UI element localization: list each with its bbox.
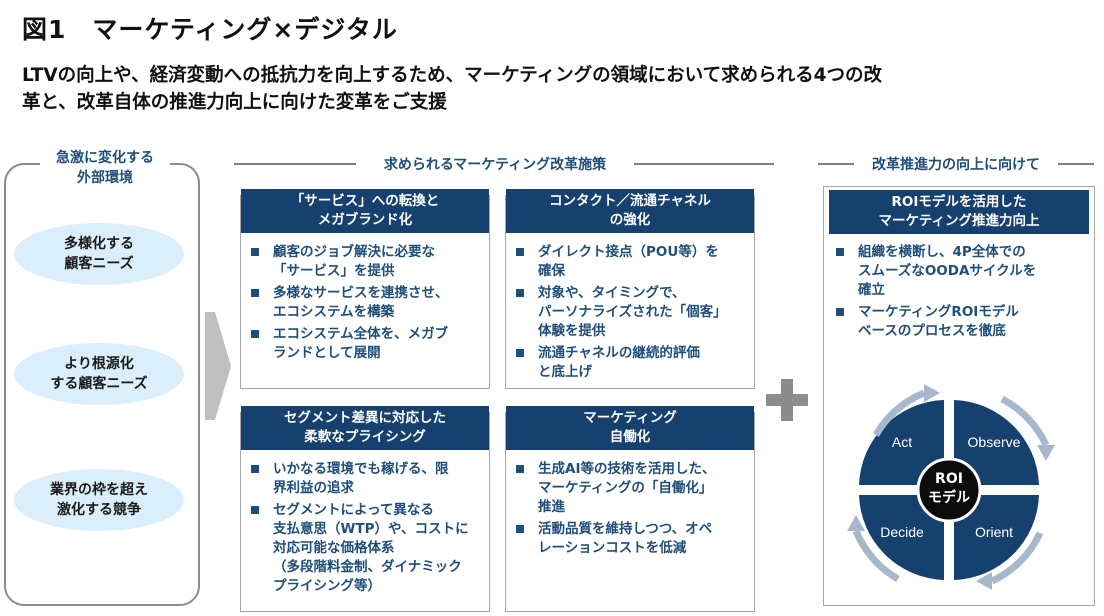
- list-item: 流通チャネルの継続的評価 と底上げ: [514, 344, 750, 382]
- list-item-text: 流通チャネルの継続的評価 と底上げ: [538, 345, 700, 380]
- reform-box-automation-list: 生成AI等の技術を活用した、 マーケティングの「自働化」 推進 活動品質を維持し…: [514, 460, 750, 561]
- reform-box-channel-list: ダイレクト接点（POU等）を 確保 対象や、タイミングで、 パーソナライズされた…: [514, 243, 750, 385]
- cycle-quadrant-act: [859, 400, 944, 485]
- cycle-arrowhead-icon: [976, 572, 992, 590]
- reform-box-pricing-list: いかなる環境でも稼げる、限 界利益の追求 セグメントによって異なる 支払意思（W…: [249, 460, 485, 599]
- list-item: 対象や、タイミングで、 パーソナライズされた「個客」 体験を提供: [514, 284, 750, 341]
- cycle-arrow-arc-top-right: [1000, 395, 1050, 447]
- list-item-text: エコシステム全体を、メガブ ランドとして展開: [273, 326, 449, 361]
- list-item: 生成AI等の技術を活用した、 マーケティングの「自働化」 推進: [514, 460, 750, 517]
- square-bullet-icon: [251, 330, 259, 338]
- roi-model-box-title: ROIモデルを活用した マーケティング推進力向上: [829, 190, 1089, 234]
- list-item-text: 活動品質を維持しつつ、オペ レーションコストを低減: [538, 521, 713, 556]
- square-bullet-icon: [516, 289, 524, 297]
- cycle-arrowhead-icon: [847, 515, 865, 531]
- cycle-label-observe: Observe: [968, 434, 1021, 450]
- external-environment-heading-line2: 外部環境: [77, 170, 133, 186]
- environment-item-diversifying-needs: 多様化する 顧客ニーズ: [14, 223, 184, 285]
- reform-measures-heading: 求められるマーケティング改革施策: [383, 157, 607, 173]
- list-item: マーケティングROIモデル ベースのプロセスを徹底: [834, 303, 1089, 341]
- cycle-center-label-line2: モデル: [928, 489, 970, 506]
- list-item: 多様なサービスを連携させ、 エコシステムを構築: [249, 284, 485, 322]
- middle-heading-line-right: [634, 163, 774, 165]
- square-bullet-icon: [516, 525, 524, 533]
- reform-box-channel-title: コンタクト／流通チャネル の強化: [506, 189, 754, 233]
- list-item: セグメントによって異なる 支払意思（WTP）や、コストに 対応可能な価格体系 （…: [249, 501, 485, 596]
- square-bullet-icon: [251, 506, 259, 514]
- list-item-text: 組織を横断し、4P全体での スムーズなOODAサイクルを 確立: [858, 244, 1037, 298]
- environment-item-competition: 業界の枠を超え 激化する競争: [14, 469, 184, 531]
- list-item: エコシステム全体を、メガブ ランドとして展開: [249, 325, 485, 363]
- cycle-center-label-line1: ROI: [935, 471, 963, 487]
- ooda-cycle-diagram: ROI モデル Act Observe Decide Orient: [847, 384, 1055, 590]
- square-bullet-icon: [516, 248, 524, 256]
- external-environment-heading: 急激に変化する 外部環境: [40, 148, 170, 188]
- reform-drive-heading: 改革推進力の向上に向けて: [872, 157, 1040, 173]
- list-item-text: 多様なサービスを連携させ、 エコシステムを構築: [273, 285, 449, 320]
- roi-model-list: 組織を横断し、4P全体での スムーズなOODAサイクルを 確立 マーケティングR…: [834, 243, 1089, 344]
- list-item: 組織を横断し、4P全体での スムーズなOODAサイクルを 確立: [834, 243, 1089, 300]
- square-bullet-icon: [251, 289, 259, 297]
- list-item: いかなる環境でも稼げる、限 界利益の追求: [249, 460, 485, 498]
- list-item-text: セグメントによって異なる 支払意思（WTP）や、コストに 対応可能な価格体系 （…: [273, 502, 469, 594]
- cycle-label-act: Act: [892, 434, 912, 450]
- square-bullet-icon: [836, 248, 844, 256]
- list-item-text: マーケティングROIモデル ベースのプロセスを徹底: [858, 304, 1019, 339]
- cycle-arrow-arc-bottom-right: [990, 531, 1044, 585]
- environment-item-fundamental-needs: より根源化 する顧客ニーズ: [14, 343, 184, 405]
- cycle-arrow-arc-bottom-left: [852, 529, 900, 583]
- cycle-quadrant-decide: [859, 495, 944, 580]
- cycle-label-decide: Decide: [880, 524, 924, 540]
- cycle-arrowhead-icon: [1037, 445, 1055, 461]
- square-bullet-icon: [251, 465, 259, 473]
- cycle-quadrant-observe: [954, 400, 1039, 485]
- flow-arrow-icon: [205, 312, 231, 420]
- reform-box-automation-title: マーケティング 自働化: [506, 406, 754, 450]
- square-bullet-icon: [516, 349, 524, 357]
- cycle-label-orient: Orient: [975, 524, 1013, 540]
- list-item-text: いかなる環境でも稼げる、限 界利益の追求: [273, 461, 449, 496]
- list-item-text: ダイレクト接点（POU等）を 確保: [538, 244, 719, 279]
- subtitle-line-2: 革と、改革自体の推進力向上に向けた変革をご支援: [22, 92, 447, 113]
- cycle-center-circle: [916, 457, 982, 523]
- reform-box-service-list: 顧客のジョブ解決に必要な 「サービス」を提供 多様なサービスを連携させ、 エコシ…: [249, 243, 485, 366]
- square-bullet-icon: [251, 248, 259, 256]
- list-item-text: 生成AI等の技術を活用した、 マーケティングの「自働化」 推進: [538, 461, 716, 515]
- list-item-text: 対象や、タイミングで、 パーソナライズされた「個客」 体験を提供: [538, 285, 727, 339]
- reform-box-automation: マーケティング 自働化 生成AI等の技術を活用した、 マーケティングの「自働化」…: [505, 406, 755, 612]
- cycle-arrowhead-icon: [924, 384, 940, 402]
- right-heading-line-left: [818, 163, 854, 165]
- page-title: 図1 マーケティング×デジタル: [22, 15, 398, 44]
- reform-box-service: 「サービス」への転換と メガブランド化 顧客のジョブ解決に必要な 「サービス」を…: [240, 189, 490, 389]
- reform-box-service-title: 「サービス」への転換と メガブランド化: [241, 189, 489, 233]
- cycle-arrow-arc-top-left: [872, 389, 926, 437]
- middle-heading-line-left: [234, 163, 356, 165]
- external-environment-heading-line1: 急激に変化する: [56, 150, 154, 166]
- right-heading-line-right: [1058, 163, 1094, 165]
- list-item: ダイレクト接点（POU等）を 確保: [514, 243, 750, 281]
- list-item: 顧客のジョブ解決に必要な 「サービス」を提供: [249, 243, 485, 281]
- roi-model-box: ROIモデルを活用した マーケティング推進力向上 組織を横断し、4P全体での ス…: [823, 186, 1095, 606]
- plus-icon: [766, 379, 808, 421]
- list-item-text: 顧客のジョブ解決に必要な 「サービス」を提供: [273, 244, 435, 279]
- square-bullet-icon: [516, 465, 524, 473]
- page-subtitle: LTVの向上や、経済変動への抵抗力を向上するため、マーケティングの領域において求…: [22, 62, 1092, 116]
- cycle-quadrant-orient: [954, 495, 1039, 580]
- list-item: 活動品質を維持しつつ、オペ レーションコストを低減: [514, 520, 750, 558]
- square-bullet-icon: [836, 308, 844, 316]
- reform-box-channel: コンタクト／流通チャネル の強化 ダイレクト接点（POU等）を 確保 対象や、タ…: [505, 189, 755, 389]
- reform-box-pricing: セグメント差異に対応した 柔軟なプライシング いかなる環境でも稼げる、限 界利益…: [240, 406, 490, 612]
- reform-box-pricing-title: セグメント差異に対応した 柔軟なプライシング: [241, 406, 489, 450]
- subtitle-line-1: LTVの向上や、経済変動への抵抗力を向上するため、マーケティングの領域において求…: [22, 65, 882, 86]
